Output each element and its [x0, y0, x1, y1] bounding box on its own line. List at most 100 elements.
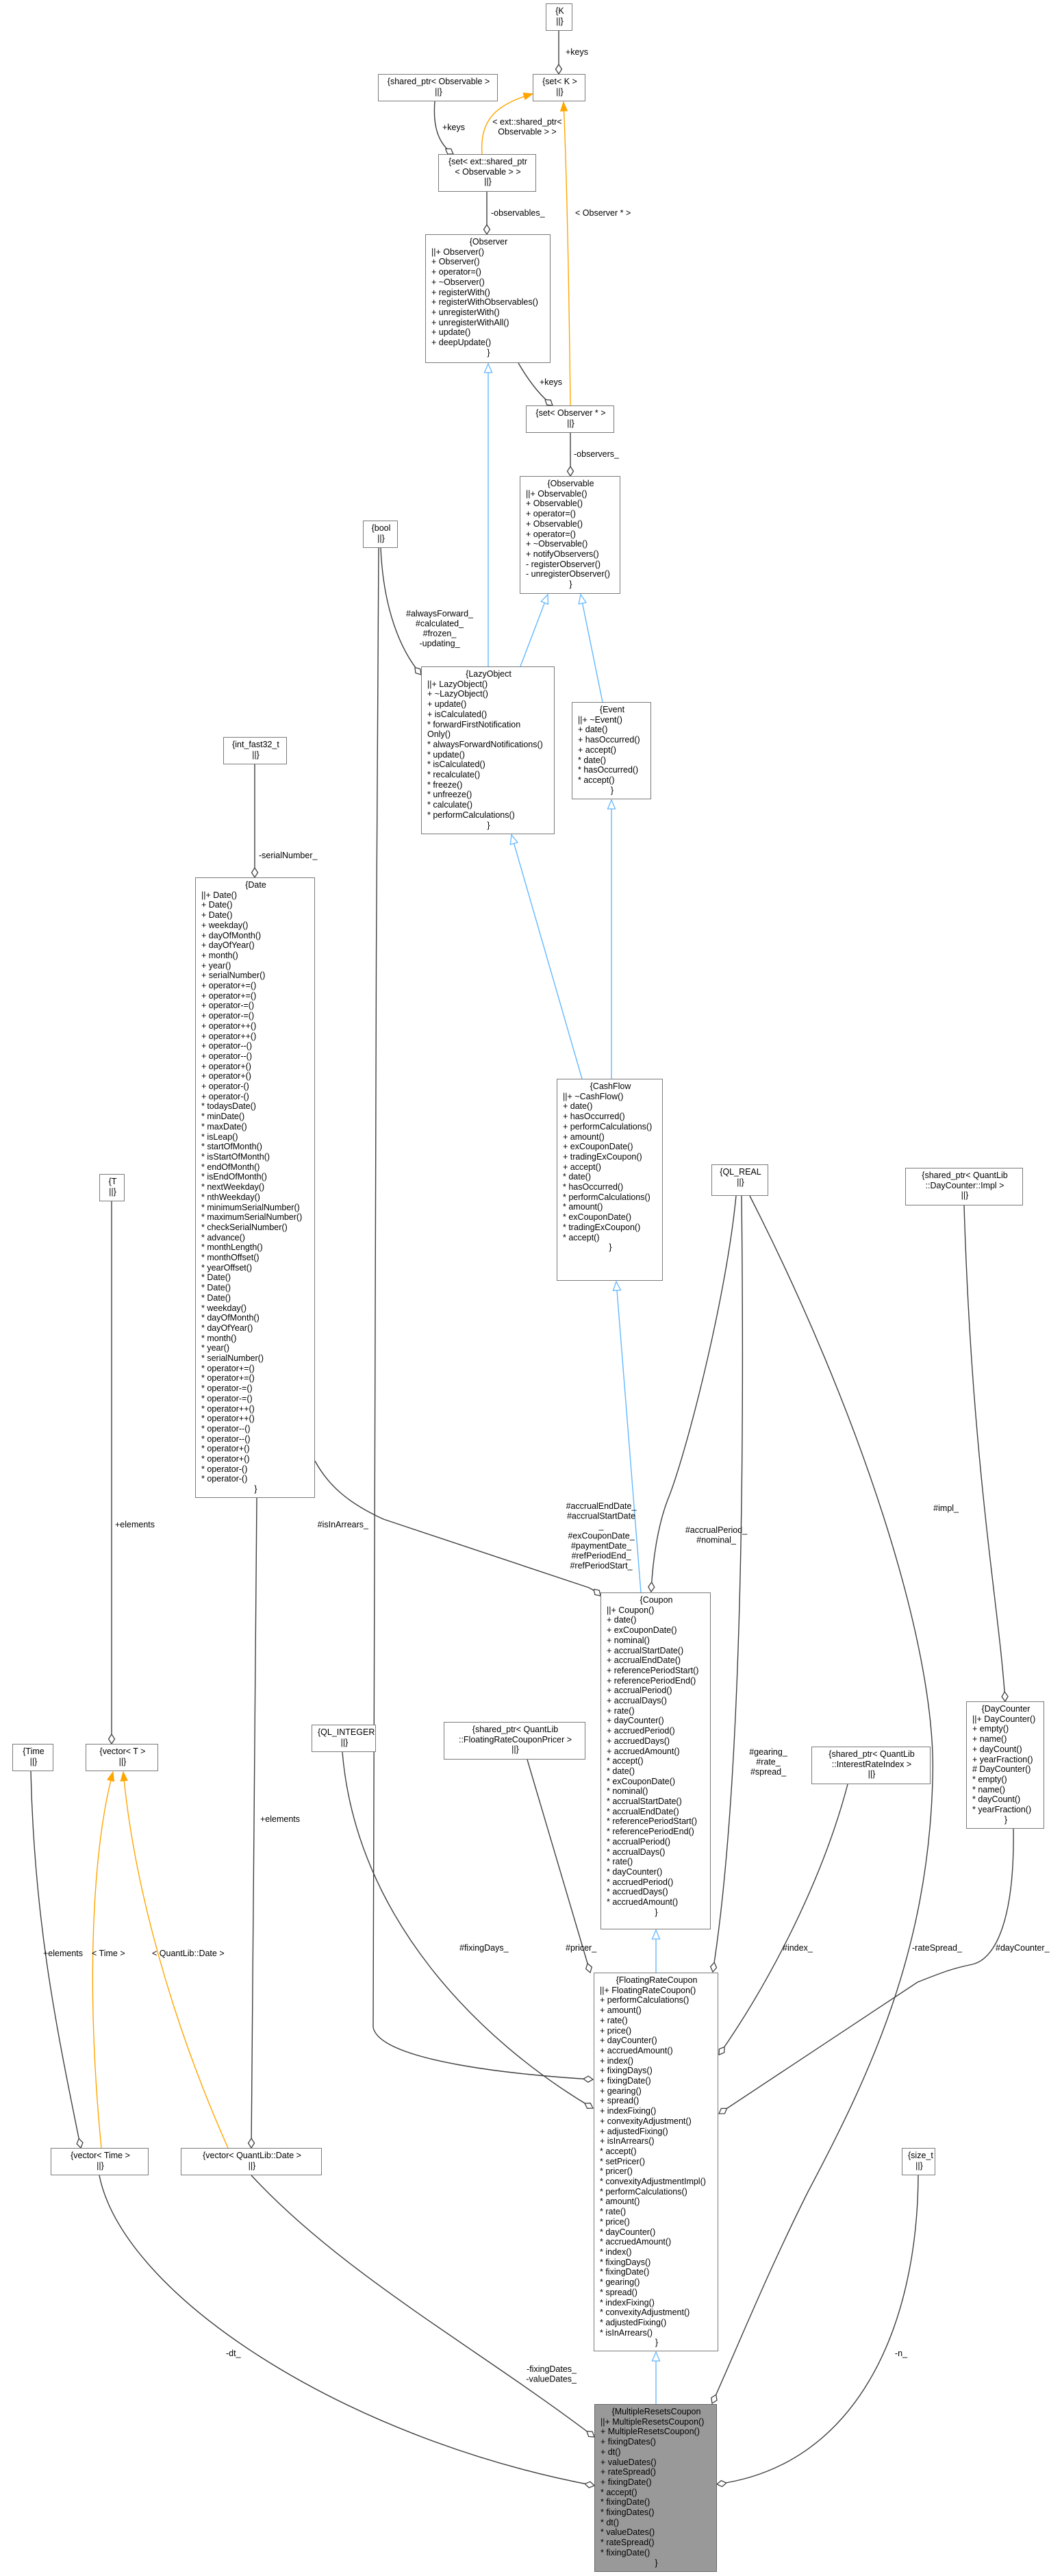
class-member: + operator+=()	[201, 981, 257, 991]
class-box-date[interactable]: {Date||+ Date()+ Date()+ Date()+ weekday…	[195, 877, 315, 1498]
template-edge-setExt-to-setK	[481, 94, 533, 155]
class-box-coupon[interactable]: {Coupon||+ Coupon()+ date()+ exCouponDat…	[600, 1592, 711, 1929]
class-member: + accrualEndDate()	[607, 1655, 681, 1666]
class-box-vector-date[interactable]: {vector< QuantLib::Date >||}	[181, 2148, 322, 2175]
edge-label-line: < Observer * >	[575, 208, 631, 218]
class-member: * endOfMonth()	[201, 1162, 260, 1172]
class-member: * alwaysForwardNotifications()	[427, 739, 543, 749]
edge-label: -serialNumber_	[259, 851, 318, 860]
class-member: * valueDates()	[600, 2527, 655, 2538]
class-member: + spread()	[600, 2096, 640, 2106]
class-member: ||+ ~CashFlow()	[563, 1091, 624, 1101]
edge-label-line: +keys	[442, 123, 465, 132]
class-member: * setPricer()	[600, 2156, 645, 2166]
class-box-sp-index[interactable]: {shared_ptr< QuantLib::InterestRateIndex…	[811, 1747, 931, 1784]
class-box-observer[interactable]: {Observer||+ Observer()+ Observer()+ ope…	[425, 234, 551, 363]
edge-label-line: #paymentDate_	[571, 1541, 632, 1551]
class-member: + operator+=()	[201, 990, 257, 1001]
class-box-size-t[interactable]: {size_t||}	[902, 2148, 935, 2175]
class-box-bool[interactable]: {bool||}	[363, 521, 398, 548]
class-box-set-k[interactable]: {set< K >||}	[533, 74, 585, 101]
class-box-day-counter[interactable]: {DayCounter||+ DayCounter()+ empty()+ na…	[966, 1701, 1044, 1829]
class-line: ||}	[118, 1756, 127, 1766]
class-footer: }	[254, 1484, 257, 1495]
class-name: {int_fast32_t	[232, 740, 279, 749]
class-member: + performCalculations()	[563, 1121, 653, 1131]
class-box-sp-observable[interactable]: {shared_ptr< Observable >||}	[378, 74, 498, 101]
class-member: + ~Observer()	[431, 277, 485, 287]
template-edge-vectorDate-to-vectorT	[123, 1772, 229, 2149]
class-box-glinteger[interactable]: {QL_INTEGER||}	[312, 1725, 376, 1752]
aggregation-edge-Date-to-Coupon	[314, 1460, 600, 1596]
class-member: * adjustedFixing()	[600, 2317, 667, 2327]
edge-label-line: _	[598, 1521, 605, 1531]
class-member: - registerObserver()	[526, 559, 601, 569]
class-member: * serialNumber()	[201, 1353, 264, 1364]
class-member: * isCalculated()	[427, 760, 485, 770]
class-box-set-ext[interactable]: {set< ext::shared_ptr< Observable > >||}	[438, 154, 536, 192]
class-box-sp-day-counter-impl[interactable]: {shared_ptr< QuantLib::DayCounter::Impl …	[905, 1168, 1023, 1205]
class-box-vector-t[interactable]: {vector< T >||}	[86, 1744, 158, 1771]
class-member: * isInArrears()	[600, 2327, 653, 2338]
edge-label: +keys	[540, 377, 562, 387]
edge-label-line: -fixingDates_	[527, 2364, 577, 2374]
aggregation-edge-QLReal-to-MultipleResetsCoupon	[712, 1195, 934, 2403]
class-member: + fixingDate()	[600, 2477, 652, 2487]
class-member: + registerWithObservables()	[431, 297, 538, 308]
class-box-multiple-resets-coupon[interactable]: {MultipleResetsCoupon||+ MultipleResetsC…	[594, 2404, 717, 2572]
edge-label-line: -valueDates_	[526, 2375, 577, 2384]
class-box-t[interactable]: {T||}	[99, 1174, 125, 1201]
class-box-time[interactable]: {Time||}	[12, 1744, 53, 1771]
class-member: # DayCounter()	[972, 1764, 1031, 1775]
class-member: + accruedPeriod()	[607, 1726, 675, 1736]
class-member: + dayCounter()	[600, 2036, 657, 2046]
class-box-observable[interactable]: {Observable||+ Observable()+ Observable(…	[520, 476, 620, 594]
class-name: {K	[555, 6, 564, 16]
edge-label: #fixingDays_	[459, 1943, 509, 1953]
class-footer: }	[1004, 1814, 1008, 1825]
class-name: {vector< T >	[99, 1747, 146, 1756]
edge-label: < QuantLib::Date >	[152, 1949, 225, 1958]
edge-label-line: < QuantLib::Date >	[152, 1949, 225, 1958]
class-line: ||}	[556, 16, 564, 26]
class-box-set-observer[interactable]: {set< Observer * >||}	[526, 405, 614, 433]
class-box-qlreal[interactable]: {QL_REAL||}	[711, 1164, 768, 1196]
class-member: * monthLength()	[201, 1242, 263, 1253]
class-box-lazy-object[interactable]: {LazyObject||+ LazyObject()+ ~LazyObject…	[421, 666, 555, 834]
class-member: + operator+()	[201, 1071, 251, 1081]
class-member: + nominal()	[607, 1635, 650, 1645]
edge-label-line: #dayCounter_	[996, 1943, 1050, 1953]
class-footer: }	[487, 820, 490, 830]
class-box-int-fast32[interactable]: {int_fast32_t||}	[223, 737, 287, 764]
inheritance-edge-LazyObject-to-Observable	[520, 595, 548, 667]
class-box-cash-flow[interactable]: {CashFlow||+ ~CashFlow()+ date()+ hasOcc…	[557, 1079, 663, 1281]
class-footer: }	[655, 1907, 658, 1917]
class-member: * performCalculations()	[600, 2186, 687, 2197]
class-member: + valueDates()	[600, 2457, 657, 2467]
class-member: + accept()	[563, 1162, 601, 1172]
class-member: + rate()	[600, 2015, 628, 2025]
class-member: * dayCounter()	[600, 2227, 656, 2237]
class-name: {LazyObject	[466, 669, 511, 679]
edge-label: -observers_	[574, 449, 620, 459]
class-member: + accrualDays()	[607, 1696, 667, 1706]
class-box-k[interactable]: {K||}	[546, 3, 572, 31]
class-member: * yearFraction()	[972, 1805, 1032, 1815]
class-box-floating-rate-coupon[interactable]: {FloatingRateCoupon||+ FloatingRateCoupo…	[594, 1973, 718, 2351]
class-member: + Observable()	[526, 518, 583, 529]
class-member: * operator-=()	[201, 1384, 253, 1394]
edge-label: -rateSpread_	[912, 1943, 963, 1953]
edge-label-line: +keys	[540, 377, 562, 387]
class-member: * accruedDays()	[607, 1887, 668, 1897]
aggregation-edge-QLReal-to-FloatingRateCoupon	[713, 1195, 744, 1972]
class-box-sp-pricer[interactable]: {shared_ptr< QuantLib::FloatingRateCoupo…	[444, 1722, 585, 1760]
class-member: * operator++()	[201, 1414, 255, 1424]
class-member: * checkSerialNumber()	[201, 1222, 288, 1232]
class-name: {vector< QuantLib::Date >	[203, 2151, 301, 2160]
class-member: + indexFixing()	[600, 2106, 657, 2116]
class-line: ||}	[484, 177, 492, 187]
class-box-vector-time[interactable]: {vector< Time >||}	[51, 2148, 149, 2175]
class-member: + dayCounter()	[607, 1716, 664, 1726]
class-box-event[interactable]: {Event||+ ~Event()+ date()+ hasOccurred(…	[572, 702, 651, 799]
